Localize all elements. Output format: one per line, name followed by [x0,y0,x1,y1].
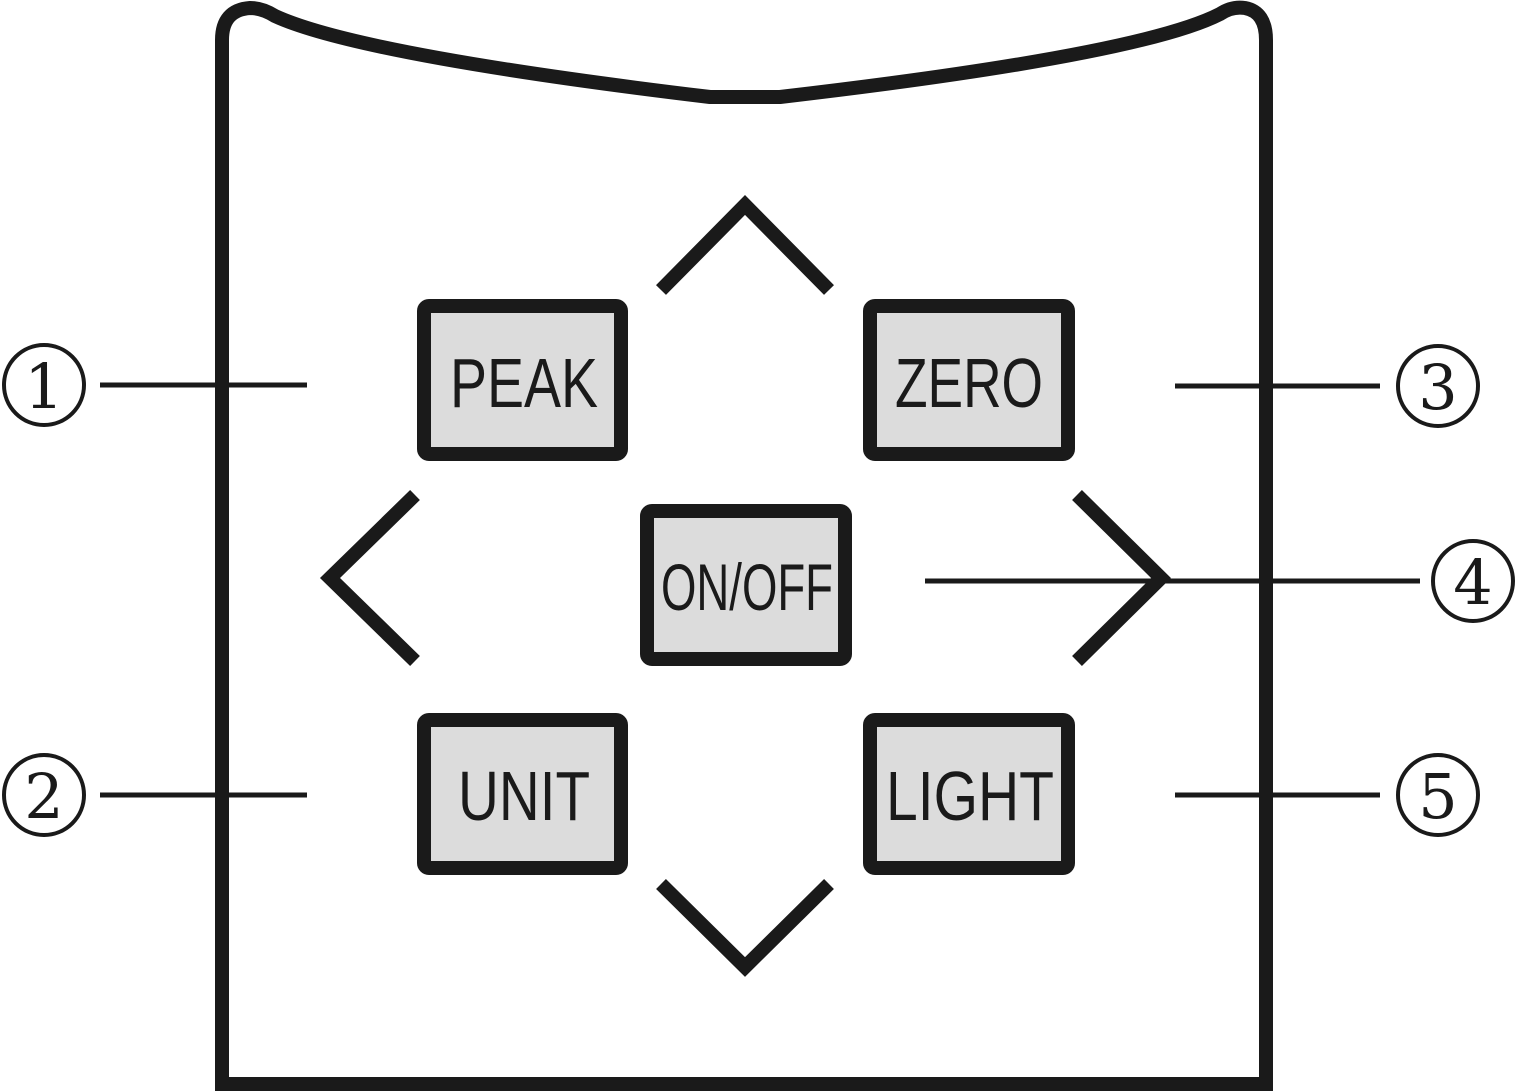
up-arrow-icon[interactable] [656,195,834,295]
light-button[interactable]: LIGHT [863,713,1075,875]
callout-5: 5 [1396,753,1480,837]
unit-button-label: UNIT [458,757,590,835]
callout-circle [1396,344,1480,428]
peak-button-label: PEAK [450,344,598,422]
zero-button-label: ZERO [895,344,1043,422]
callout-circle [1431,539,1515,623]
on-off-button[interactable]: ON/OFF [640,504,852,666]
down-arrow-icon[interactable] [656,879,834,977]
device-body-outline [215,0,1273,1088]
zero-button[interactable]: ZERO [863,299,1075,461]
callout-number: 1 [24,350,63,423]
callout-circle [2,753,86,837]
callout-4: 4 [1431,539,1515,623]
right-arrow-icon[interactable] [1072,490,1171,666]
callout-number: 5 [1418,760,1457,833]
light-button-label: LIGHT [886,757,1054,835]
callout-2: 2 [2,753,86,837]
callout-number: 4 [1453,546,1492,619]
callout-circle [1396,753,1480,837]
callout-3: 3 [1396,344,1480,428]
left-arrow-icon[interactable] [319,489,420,667]
callout-circle [2,343,86,427]
callout-number: 2 [24,760,63,833]
callout-number: 3 [1418,351,1457,424]
peak-button[interactable]: PEAK [417,299,628,461]
unit-button[interactable]: UNIT [417,713,628,875]
callout-1: 1 [2,343,86,427]
on-off-button-label: ON/OFF [661,550,833,624]
